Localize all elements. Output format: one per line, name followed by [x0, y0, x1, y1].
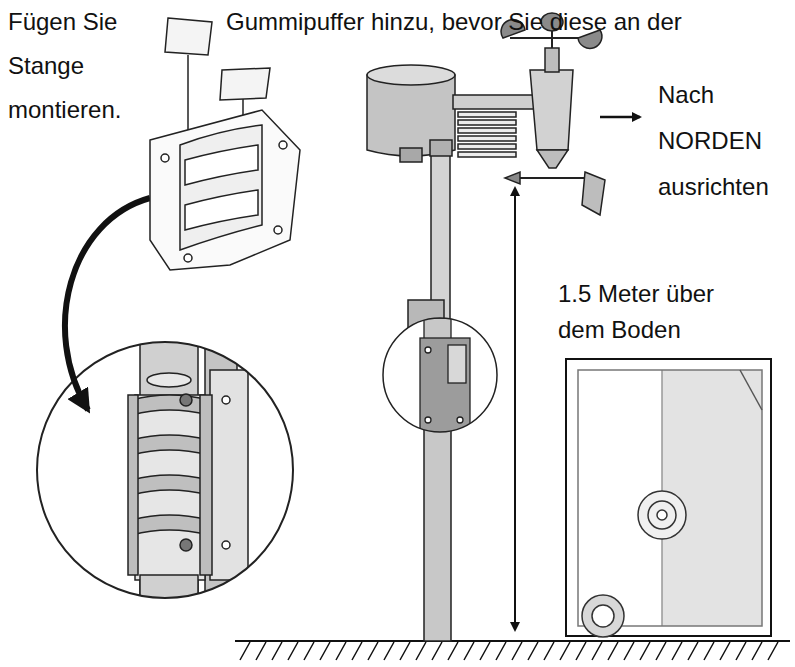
inset-detail	[566, 359, 771, 637]
bracket-with-pads	[150, 18, 300, 270]
sensor-head	[367, 13, 605, 215]
north-arrow	[600, 116, 640, 119]
ground-line	[235, 641, 790, 660]
pointer-arrow	[65, 198, 150, 410]
instruction-text: Fügen Sie	[8, 0, 117, 44]
instruction-text: Gummipuffer hinzu, bevor Sie diese an de…	[226, 0, 682, 44]
detail-circle	[383, 318, 497, 434]
height-label: 1.5 Meter über dem Boden	[558, 276, 730, 348]
orientation-note: Nach NORDEN ausrichten	[658, 72, 788, 210]
instruction-text: Stange montieren.	[8, 44, 148, 132]
height-dimension	[514, 188, 516, 630]
